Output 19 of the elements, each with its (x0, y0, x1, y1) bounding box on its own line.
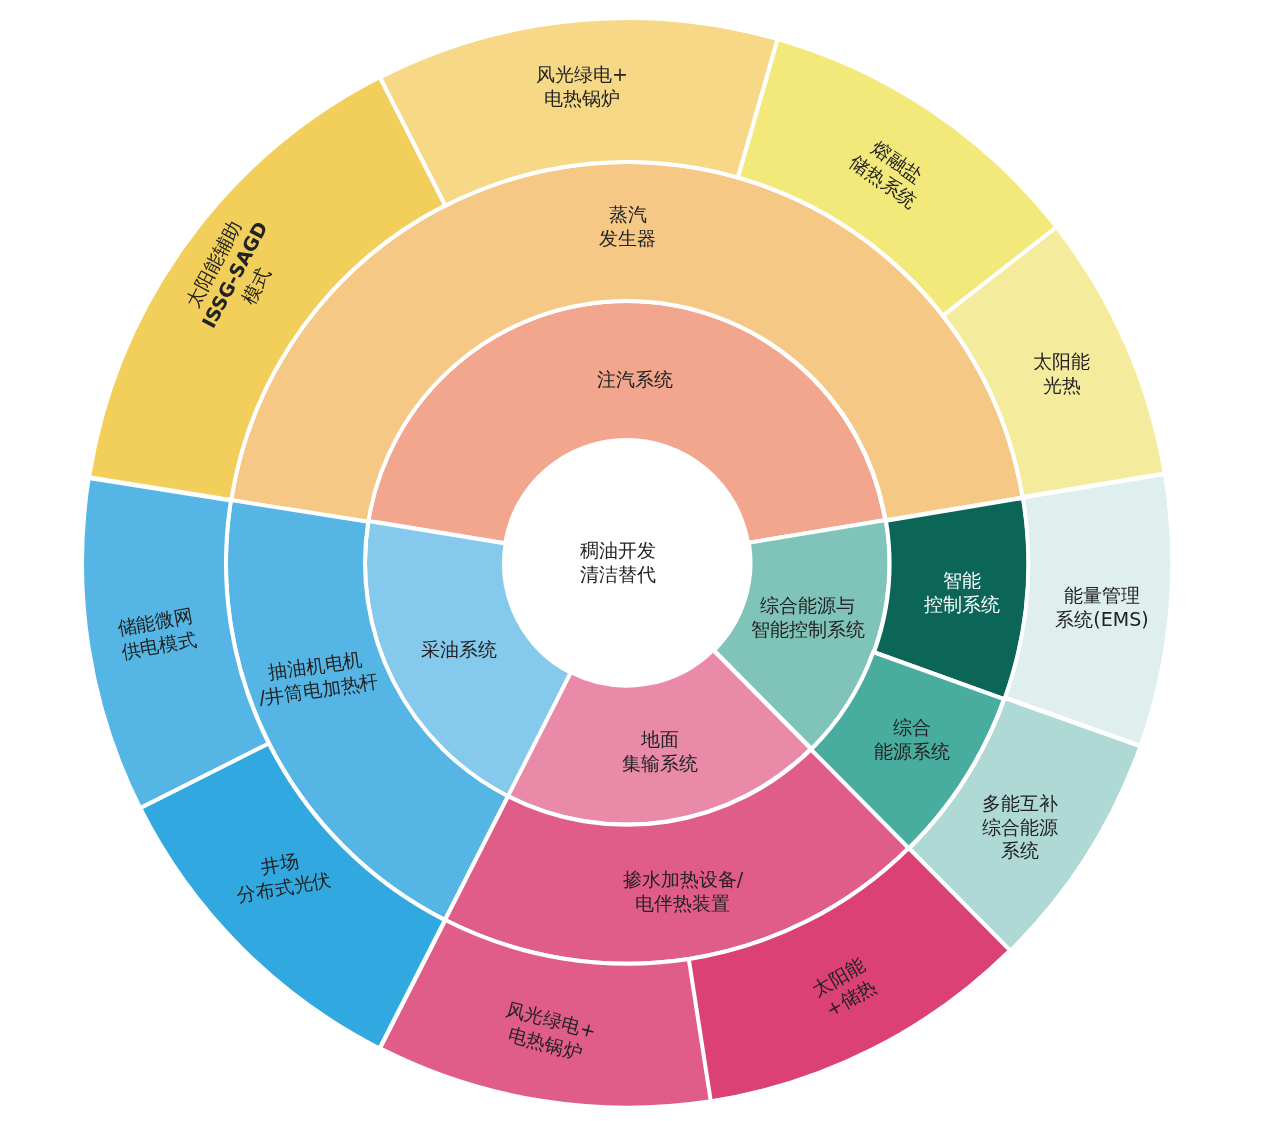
segment-label: 熔融盐储热系统 (845, 135, 928, 214)
segment-label: 风光绿电+电热锅炉 (503, 997, 599, 1066)
segment-label: 井场分布式光伏 (234, 848, 333, 908)
segment-label: 太阳能+储热 (808, 953, 881, 1023)
segment-label: 采油系统 (421, 638, 497, 662)
segment-label: 储能微网供电模式 (115, 604, 199, 664)
segment-label: 注汽系统 (597, 368, 673, 392)
segment-label: 综合能源系统 (874, 716, 950, 764)
segment-label: 掺水加热设备/电伴热装置 (622, 868, 744, 916)
segment-label: 多能互补综合能源系统 (982, 792, 1058, 864)
segment-label: 能量管理系统(EMS) (1055, 584, 1149, 632)
segment-label: 风光绿电+电热锅炉 (536, 63, 628, 111)
segment-label: 蒸汽发生器 (599, 203, 657, 251)
segment-label: 综合能源与智能控制系统 (751, 594, 865, 642)
segment-label: 智能控制系统 (924, 569, 1000, 617)
segment-label: 太阳能光热 (1033, 350, 1091, 398)
segment-label: 地面集输系统 (622, 728, 698, 776)
segment-label: 抽油机电机/井筒电加热杆 (256, 646, 380, 710)
segment-label: 稠油开发清洁替代 (580, 539, 656, 587)
